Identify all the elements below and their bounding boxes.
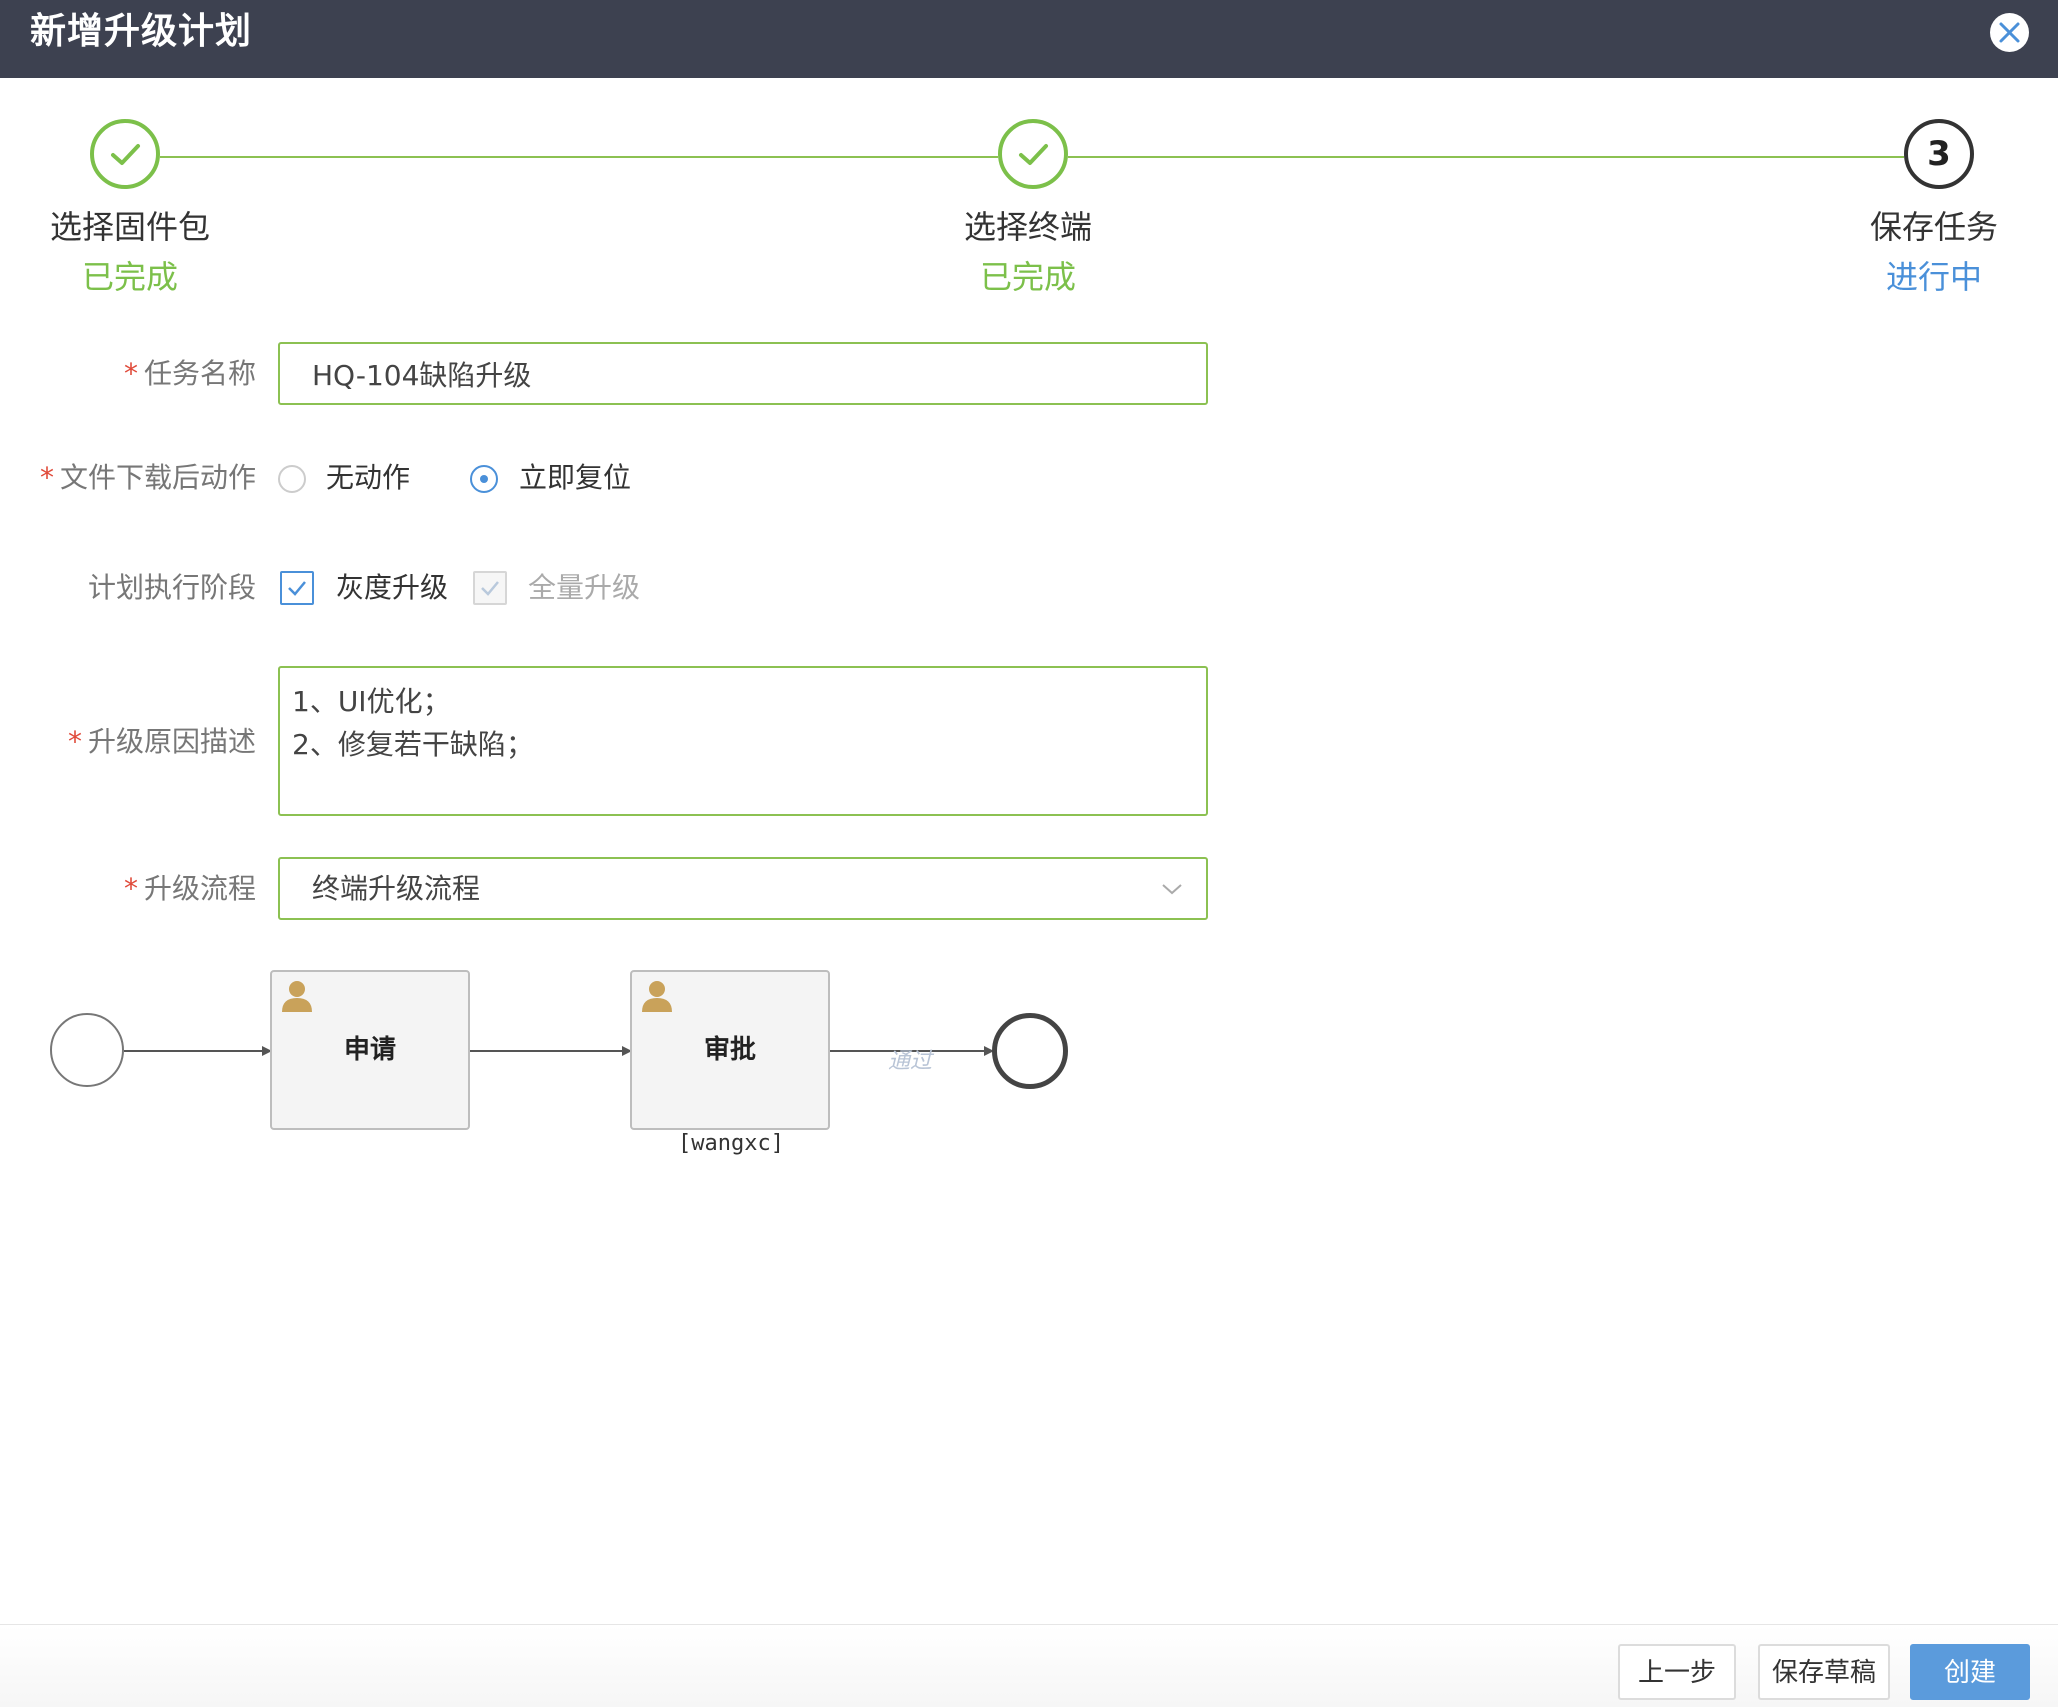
checkbox-full-upgrade: [473, 571, 507, 605]
step-2-title: 选择终端: [963, 208, 1092, 246]
task-name-input[interactable]: [278, 342, 1208, 405]
create-button[interactable]: 创建: [1910, 1644, 2030, 1700]
step-2-status: 已完成: [979, 258, 1076, 296]
step-1-status: 已完成: [81, 258, 178, 296]
checkbox-gray-upgrade-label[interactable]: 灰度升级: [336, 571, 449, 604]
checkbox-gray-upgrade[interactable]: [280, 571, 314, 605]
checkbox-full-upgrade-label: 全量升级: [528, 571, 641, 604]
workflow-flow-label: 通过: [888, 1049, 933, 1074]
workflow-task-apply: 申请: [270, 970, 470, 1130]
step-3-number: 3: [1927, 134, 1951, 174]
user-icon: [642, 981, 672, 1012]
step-3-status: 进行中: [1885, 258, 1982, 296]
reason-line-1: 1、UI优化；: [292, 685, 451, 718]
check-icon: [111, 144, 140, 165]
required-mark: *: [39, 461, 54, 494]
task-name-label: *任务名称: [123, 357, 256, 390]
workflow-arrow-icon: [984, 1046, 994, 1056]
workflow-flow-line: [124, 1050, 270, 1052]
workflow-task-name: 审批: [703, 1035, 756, 1065]
workflow-arrow-icon: [262, 1046, 272, 1056]
execution-stage-label: 计划执行阶段: [87, 571, 256, 604]
reason-label: *升级原因描述: [67, 725, 256, 758]
close-button[interactable]: [1990, 13, 2029, 52]
radio-reset-now-label[interactable]: 立即复位: [519, 461, 632, 494]
close-icon: [1999, 22, 2020, 43]
reason-line-2: 2、修复若干缺陷；: [292, 728, 534, 761]
reason-textarea[interactable]: 1、UI优化； 2、修复若干缺陷；: [278, 666, 1208, 816]
workflow-task-approve: 审批: [630, 970, 830, 1130]
workflow-task-name: 申请: [343, 1035, 396, 1065]
required-mark: *: [123, 357, 138, 390]
step-3-circle: 3: [1904, 119, 1974, 189]
required-mark: *: [123, 872, 138, 905]
radio-no-action-label[interactable]: 无动作: [326, 461, 411, 494]
prev-step-button[interactable]: 上一步: [1618, 1644, 1736, 1700]
workflow-task-assignee: [wangxc]: [678, 1131, 784, 1156]
workflow-flow-line: [830, 1050, 990, 1052]
process-label: *升级流程: [123, 872, 256, 905]
dialog-titlebar: 新增升级计划: [0, 0, 2058, 78]
workflow-start-event: [50, 1013, 124, 1087]
workflow-end-event: [992, 1013, 1068, 1089]
dialog-title: 新增升级计划: [30, 11, 253, 52]
workflow-arrow-icon: [622, 1046, 632, 1056]
workflow-flow-line: [470, 1050, 632, 1052]
dialog-footer: [0, 1624, 2058, 1707]
required-mark: *: [67, 725, 82, 758]
radio-no-action[interactable]: [278, 465, 306, 493]
step-2-circle: [998, 119, 1068, 189]
radio-reset-now[interactable]: [470, 465, 498, 493]
step-connector: [160, 156, 998, 158]
chevron-down-icon: [1162, 884, 1182, 895]
process-select-value: 终端升级流程: [312, 872, 481, 905]
check-icon: [1019, 144, 1048, 165]
step-1-title: 选择固件包: [49, 208, 210, 246]
user-icon: [282, 981, 312, 1012]
process-select[interactable]: 终端升级流程: [278, 857, 1208, 920]
check-icon: [481, 581, 499, 596]
step-1-circle: [90, 119, 160, 189]
step-3-title: 保存任务: [1869, 208, 1998, 246]
save-draft-button[interactable]: 保存草稿: [1758, 1644, 1890, 1700]
post-download-action-label: *文件下载后动作: [39, 461, 256, 494]
check-icon: [288, 581, 306, 596]
step-connector: [1068, 156, 1904, 158]
